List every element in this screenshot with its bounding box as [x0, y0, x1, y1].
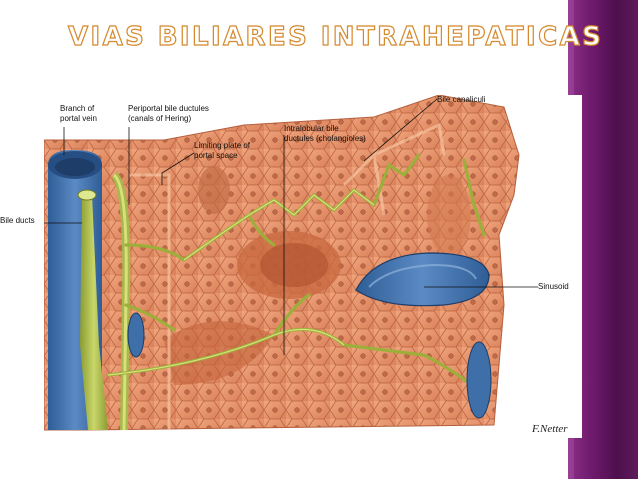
slide-title: VIAS BILIARES INTRAHEPATICAS	[67, 21, 604, 52]
liver-tissue-drawing	[44, 95, 538, 431]
label-branch-line: Branch of portal vein	[60, 104, 97, 123]
label-sinusoid-text: Sinusoid	[538, 282, 569, 291]
label-bile-ducts-text: Bile ducts	[0, 216, 35, 225]
label-bile-canaliculi: Bile canaliculi	[437, 95, 485, 105]
label-bile-ducts: Bile ducts	[0, 216, 35, 226]
label-periportal-text: Periportal bile ductules (canals of Heri…	[128, 104, 209, 123]
label-intralobular-text: Intralobular bile ductules (cholangioles…	[284, 124, 366, 143]
label-branch-of-portal-vein: Branch of portal vein	[60, 104, 97, 123]
artist-signature: F.Netter	[532, 423, 568, 435]
label-canaliculi-text: Bile canaliculi	[437, 95, 486, 104]
label-sinusoid: Sinusoid	[538, 282, 569, 292]
label-limiting-plate: Limiting plate of portal space	[194, 141, 250, 160]
label-limiting-text: Limiting plate of portal space	[194, 141, 251, 160]
liver-illustration: Branch of portal vein Periportal bile du…	[0, 95, 582, 438]
label-intralobular-bile-ductules: Intralobular bile ductules (cholangioles…	[284, 124, 366, 143]
label-periportal-bile-ductules: Periportal bile ductules (canals of Heri…	[128, 104, 209, 123]
